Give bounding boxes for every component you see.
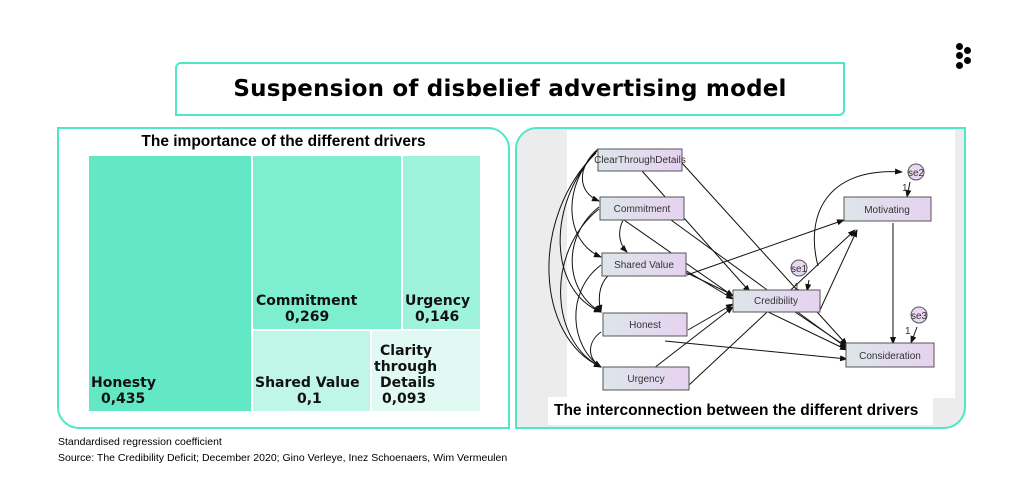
cov-clear-urgency (548, 152, 602, 368)
arrow-clear-credibility (641, 170, 751, 293)
node-label-consideration: Consideration (859, 351, 921, 362)
treemap-label-shared-value: Shared Value (255, 375, 360, 391)
page-title: Suspension of disbelief advertising mode… (233, 76, 787, 102)
node-label-urgency: Urgency (627, 374, 664, 385)
cov-clear-honest (559, 151, 602, 313)
title-box: Suspension of disbelief advertising mode… (175, 62, 845, 116)
node-consideration: Consideration (845, 342, 935, 368)
cov-shared-urgency (575, 264, 602, 368)
footnote-source: Source: The Credibility Deficit; Decembe… (58, 452, 508, 464)
error-label-se2: se2 (908, 168, 925, 179)
footnote-coefficient: Standardised regression coefficient (58, 436, 222, 448)
arrow-credibility-consideration (794, 311, 848, 348)
arrow-urgency-credibility (644, 306, 734, 376)
node-label-commitment: Commitment (614, 204, 671, 215)
treemap-label-clarity-line3: Details (380, 375, 436, 391)
treemap-value-shared-value: 0,1 (297, 391, 322, 407)
cov-commitment-urgency (560, 208, 602, 368)
error-weight-se2: 1 (902, 183, 908, 194)
node-label-honest: Honest (629, 320, 661, 331)
node-urgency: Urgency (602, 366, 690, 391)
node-commitment: Commitment (599, 196, 685, 221)
cov-commitment-honest (571, 206, 602, 313)
node-label-motivating: Motivating (864, 205, 910, 216)
treemap-title: The importance of the different drivers (141, 133, 426, 150)
error-se2: se2 1 (902, 163, 925, 194)
treemap-value-clarity: 0,093 (382, 391, 427, 407)
error-se3: se3 1 (905, 306, 928, 337)
treemap-label-commitment: Commitment (256, 293, 358, 309)
cov-se1-se2 (813, 168, 903, 267)
regression-arrows (623, 162, 918, 386)
error-weight-se3: 1 (905, 326, 911, 337)
cov-honest-urgency (590, 331, 602, 368)
treemap-value-urgency: 0,146 (415, 309, 460, 325)
node-shared-value: Shared Value (601, 252, 687, 277)
arrow-shared-credibility (684, 269, 734, 300)
arrow-se1-credibility (805, 279, 812, 292)
error-label-se3: se3 (911, 311, 928, 322)
treemap-cell-urgency: Urgency 0,146 (402, 155, 481, 330)
treemap-cell-commitment: Commitment 0,269 (252, 155, 402, 330)
arrow-se2-motivating (905, 181, 912, 198)
arrow-honest-consideration (664, 340, 848, 362)
node-credibility: Credibility (732, 289, 821, 313)
error-se1: se1 1 (790, 259, 808, 293)
diagram-caption: The interconnection between the differen… (548, 397, 933, 425)
node-motivating: Motivating (843, 196, 932, 222)
error-weight-se1: 1 (794, 282, 800, 293)
treemap-cell-honesty: Honesty 0,435 (88, 155, 252, 412)
treemap-cell-clarity: Clarity through Details 0,093 (371, 330, 481, 412)
path-diagram: ClearThroughDetails Commitment Shared Va… (548, 148, 935, 391)
treemap-label-clarity-line2: through (374, 359, 438, 375)
arrow-honest-credibility (687, 303, 734, 331)
node-honest: Honest (602, 312, 688, 337)
arrow-credibility-motivating (819, 229, 858, 311)
treemap-value-honesty: 0,435 (101, 391, 146, 407)
drivers-importance-panel: The importance of the different drivers (57, 127, 510, 429)
node-label-clear: ClearThroughDetails (594, 155, 686, 166)
cov-clear-commitment (582, 148, 600, 202)
arrow-shared-motivating (686, 219, 845, 276)
drivers-treemap: Honesty 0,435 Commitment 0,269 Urgency 0… (88, 155, 481, 412)
arrow-se3-consideration (910, 326, 918, 344)
treemap-label-clarity-line1: Clarity (380, 343, 433, 359)
treemap-label-honesty: Honesty (91, 375, 156, 391)
node-label-shared: Shared Value (614, 260, 674, 271)
treemap-label-urgency: Urgency (405, 293, 471, 309)
treemap-value-commitment: 0,269 (285, 309, 330, 325)
node-clear-through-details: ClearThroughDetails (594, 148, 686, 172)
brand-logo-icon (954, 43, 976, 73)
node-label-credibility: Credibility (754, 296, 798, 307)
cov-clear-shared (571, 150, 602, 258)
treemap-cell-shared-value: Shared Value 0,1 (252, 330, 371, 412)
arrow-clear-consideration (681, 162, 848, 346)
error-label-se1: se1 (791, 264, 808, 275)
